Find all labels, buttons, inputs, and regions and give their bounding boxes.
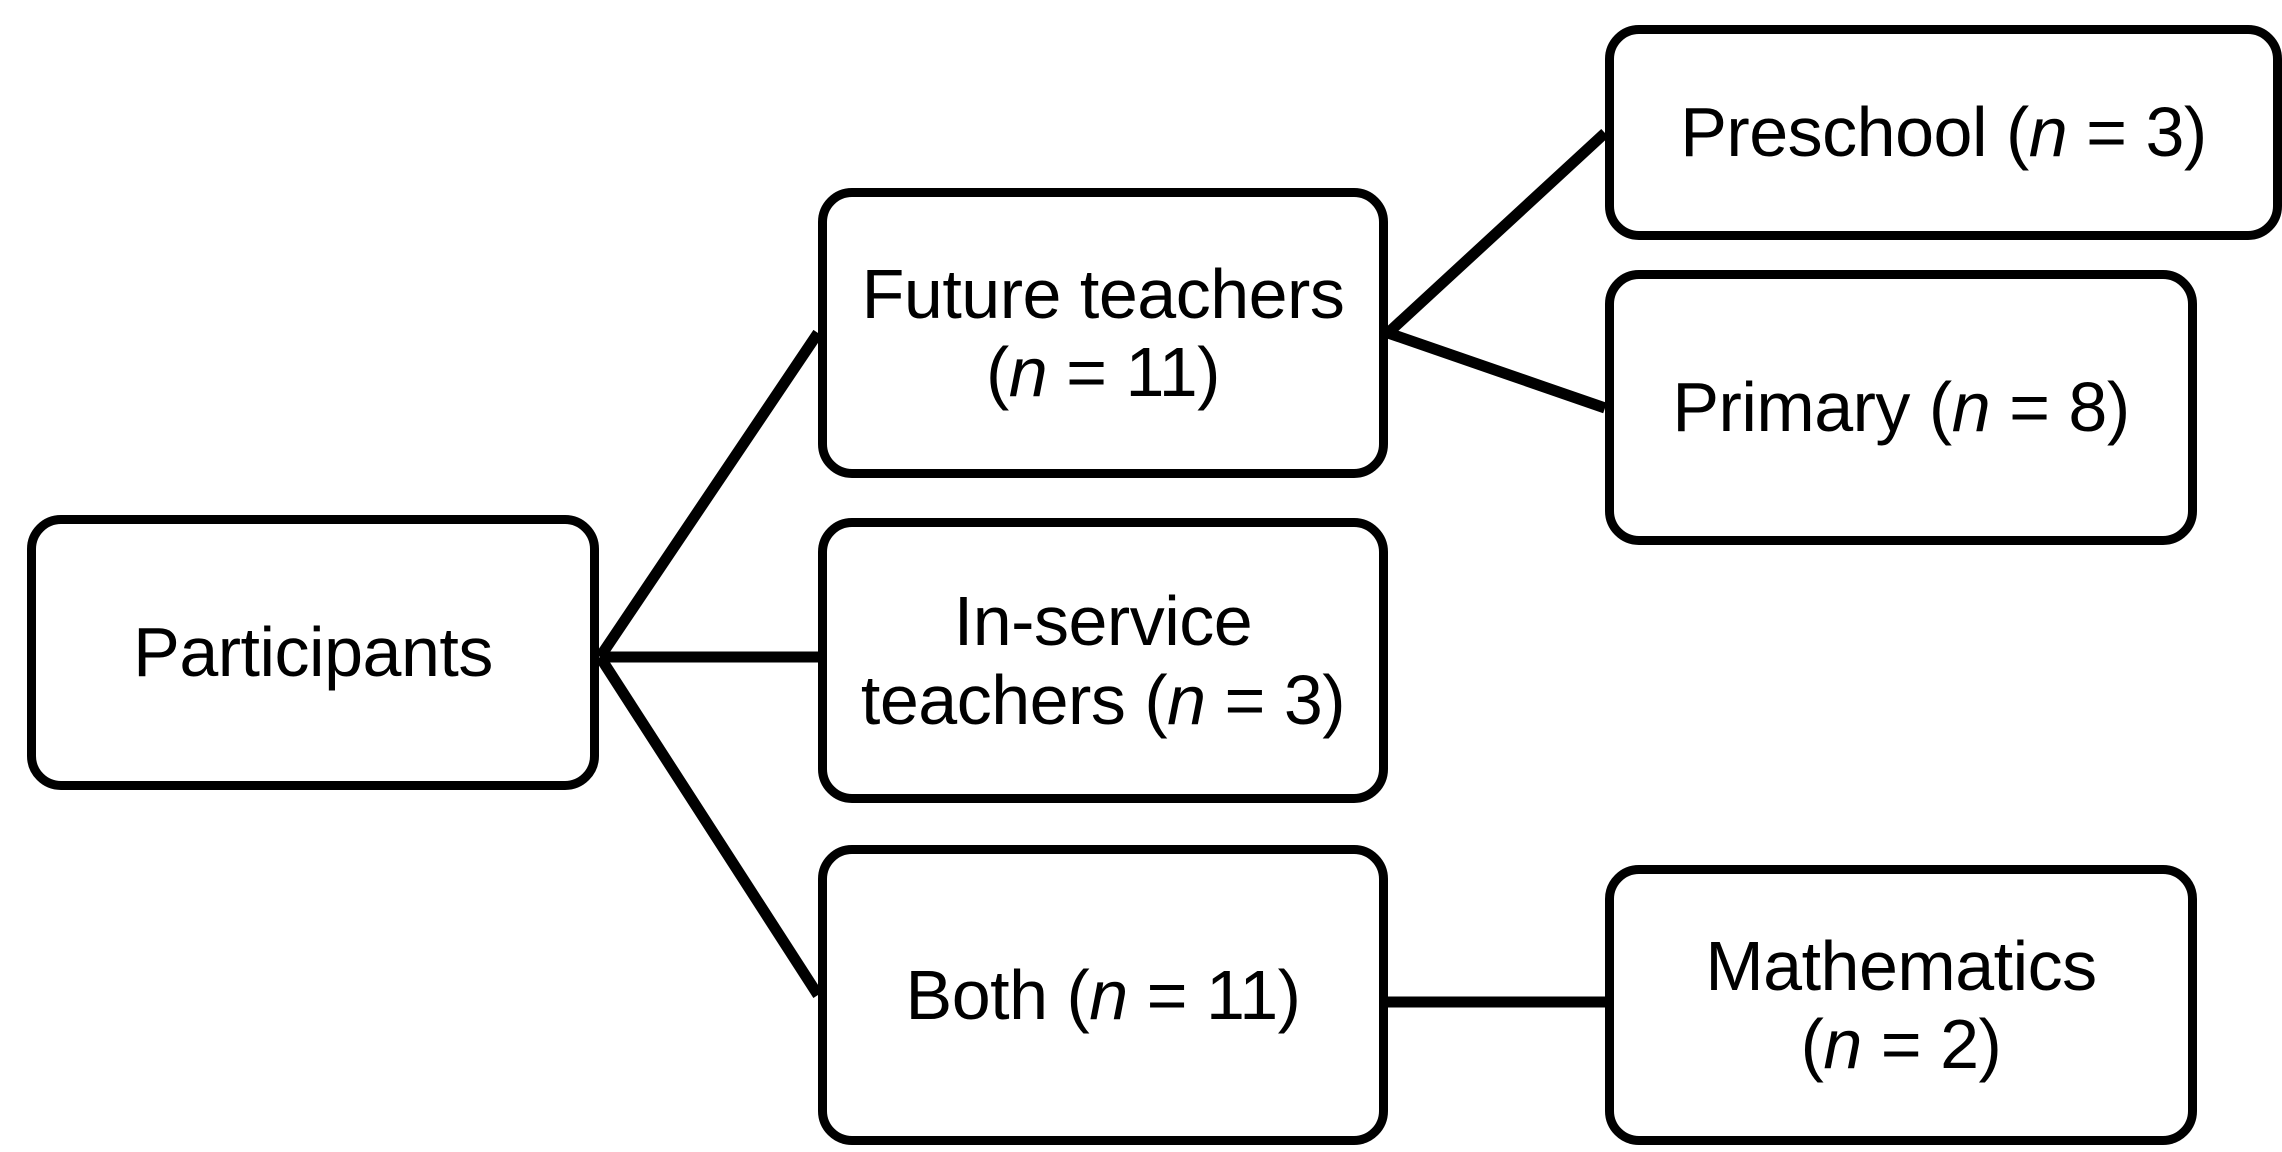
edge-participants-to-future — [595, 329, 823, 661]
node-future-teachers[interactable]: Future teachers (n = 11) — [818, 188, 1388, 478]
node-in-service-teachers-label: In-service teachers (n = 3) — [860, 582, 1346, 739]
node-both[interactable]: Both (n = 11) — [818, 845, 1388, 1145]
node-preschool[interactable]: Preschool (n = 3) — [1605, 25, 2282, 240]
node-future-teachers-label: Future teachers (n = 11) — [861, 254, 1345, 411]
node-primary-label: Primary (n = 8) — [1672, 368, 2130, 447]
edge-future-to-primary — [1386, 327, 1607, 414]
edge-future-to-preschool — [1384, 128, 1609, 338]
node-participants[interactable]: Participants — [27, 515, 599, 790]
node-mathematics-label: Mathematics (n = 2) — [1705, 926, 2097, 1083]
node-mathematics[interactable]: Mathematics (n = 2) — [1605, 865, 2197, 1145]
edge-participants-to-both — [595, 654, 823, 998]
node-primary[interactable]: Primary (n = 8) — [1605, 270, 2197, 545]
node-participants-label: Participants — [133, 613, 493, 692]
node-both-label: Both (n = 11) — [905, 955, 1301, 1034]
node-in-service-teachers[interactable]: In-service teachers (n = 3) — [818, 518, 1388, 803]
node-preschool-label: Preschool (n = 3) — [1680, 93, 2207, 172]
